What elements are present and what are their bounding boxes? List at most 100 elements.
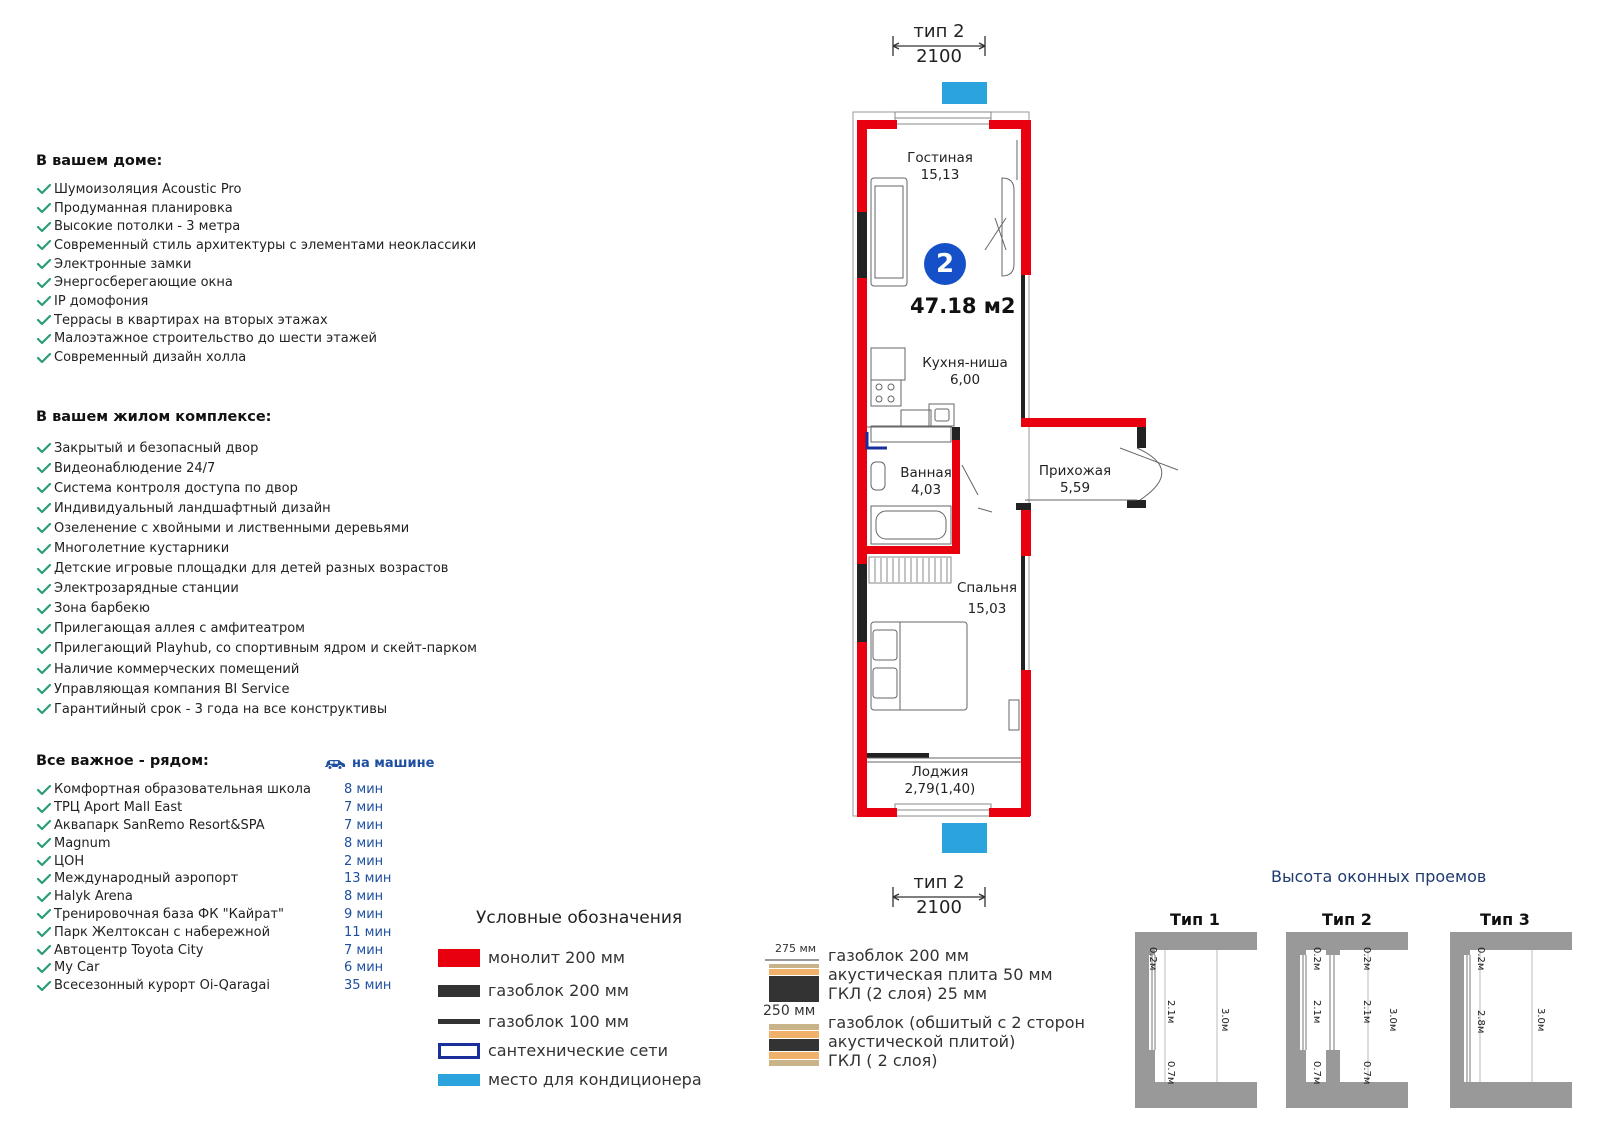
feature-item: IP домофония bbox=[36, 292, 476, 311]
travel-time: 7 мин bbox=[344, 800, 384, 816]
feature-item: Закрытый и безопасный двор bbox=[36, 438, 477, 458]
check-icon bbox=[36, 684, 52, 695]
wall1-thickness: 275 мм bbox=[775, 942, 817, 955]
gasblock200-swatch bbox=[438, 984, 480, 997]
feature-item: Шумоизоляция Acoustic Pro bbox=[36, 180, 476, 199]
feature-item: Управляющая компания BI Service bbox=[36, 679, 477, 699]
feature-item: Видеонаблюдение 24/7 bbox=[36, 458, 477, 478]
check-icon bbox=[36, 891, 52, 902]
window-type1-diagram bbox=[1135, 932, 1257, 1108]
check-icon bbox=[36, 184, 52, 195]
legend-ac: место для кондиционера bbox=[438, 1070, 702, 1089]
travel-time: 9 мин bbox=[344, 906, 384, 922]
feature-item: Озеленение с хвойными и лиственными дере… bbox=[36, 518, 477, 538]
feature-item: Электронные замки bbox=[36, 255, 476, 274]
dimension-bottom bbox=[892, 887, 986, 907]
check-icon bbox=[36, 802, 52, 813]
ac-swatch bbox=[438, 1073, 480, 1086]
complex-features-title: В вашем жилом комплексе: bbox=[36, 409, 272, 425]
dimension-top bbox=[892, 36, 986, 56]
feature-item: Высокие потолки - 3 метра bbox=[36, 217, 476, 236]
nearby-title: Все важное - рядом: bbox=[36, 753, 209, 769]
feature-item: Современный дизайн холла bbox=[36, 348, 476, 367]
check-icon bbox=[36, 277, 52, 288]
wardrobe bbox=[868, 556, 952, 584]
check-icon bbox=[36, 583, 52, 594]
window-bottom-type: тип 2 bbox=[913, 872, 965, 893]
check-icon bbox=[36, 962, 52, 973]
check-icon bbox=[36, 463, 52, 474]
check-icon bbox=[36, 202, 52, 214]
monolith-swatch bbox=[438, 948, 480, 967]
check-icon bbox=[36, 980, 52, 991]
check-icon bbox=[36, 483, 52, 494]
travel-time: 35 мин bbox=[344, 978, 392, 994]
feature-item: Индивидуальный ландшафтный дизайн bbox=[36, 498, 477, 518]
window-top-width: 2100 bbox=[916, 46, 962, 67]
check-icon bbox=[36, 240, 52, 251]
travel-time: 6 мин bbox=[344, 960, 384, 976]
feature-item: Наличие коммерческих помещений bbox=[36, 659, 477, 679]
check-icon bbox=[36, 603, 52, 614]
feature-item: Зона барбекю bbox=[36, 599, 477, 619]
feature-item: Гарантийный срок - 3 года на все констру… bbox=[36, 699, 477, 719]
window-type3-label: Тип 3 bbox=[1480, 910, 1530, 929]
check-icon bbox=[36, 643, 52, 655]
check-icon bbox=[36, 352, 52, 363]
check-icon bbox=[36, 873, 52, 884]
wall2-section bbox=[769, 1024, 819, 1066]
wall1-section bbox=[765, 959, 819, 1002]
check-icon bbox=[36, 855, 52, 867]
check-icon bbox=[36, 563, 52, 574]
check-icon bbox=[36, 442, 52, 454]
window-type2-label: Тип 2 bbox=[1322, 910, 1372, 929]
gasblock-walls bbox=[857, 212, 1146, 758]
window-top-type: тип 2 bbox=[913, 21, 965, 42]
feature-item: Энергосберегающие окна bbox=[36, 273, 476, 292]
travel-time: 7 мин bbox=[344, 942, 384, 958]
window-type3-diagram bbox=[1450, 932, 1572, 1108]
window-type2-diagram bbox=[1286, 932, 1408, 1108]
plumbing-mark bbox=[865, 432, 887, 450]
legend-monolith: монолит 200 мм bbox=[438, 948, 625, 967]
travel-time: 11 мин bbox=[344, 924, 392, 940]
legend-gasblock-100: газоблок 100 мм bbox=[438, 1012, 629, 1031]
nearby-item: Тренировочная база ФК "Кайрат"9 мин bbox=[36, 906, 384, 924]
check-icon bbox=[36, 296, 52, 307]
check-icon bbox=[36, 503, 52, 514]
check-icon bbox=[36, 838, 52, 849]
check-icon bbox=[36, 909, 52, 920]
travel-time: 8 мин bbox=[344, 889, 384, 905]
check-icon bbox=[36, 333, 52, 344]
check-icon bbox=[36, 221, 52, 232]
check-icon bbox=[36, 315, 52, 326]
travel-time: 2 мин bbox=[344, 853, 384, 869]
feature-item: Малоэтажное строительство до шести этаже… bbox=[36, 330, 476, 349]
window-heights-title: Высота оконных проемов bbox=[1271, 867, 1487, 886]
feature-item: Детские игровые площадки для детей разны… bbox=[36, 559, 477, 579]
check-icon bbox=[36, 704, 52, 715]
window-type1-label: Тип 1 bbox=[1170, 910, 1220, 929]
feature-item: Многолетние кустарники bbox=[36, 538, 477, 558]
car-icon bbox=[325, 759, 345, 770]
check-icon bbox=[36, 523, 52, 534]
travel-time: 13 мин bbox=[344, 871, 392, 887]
